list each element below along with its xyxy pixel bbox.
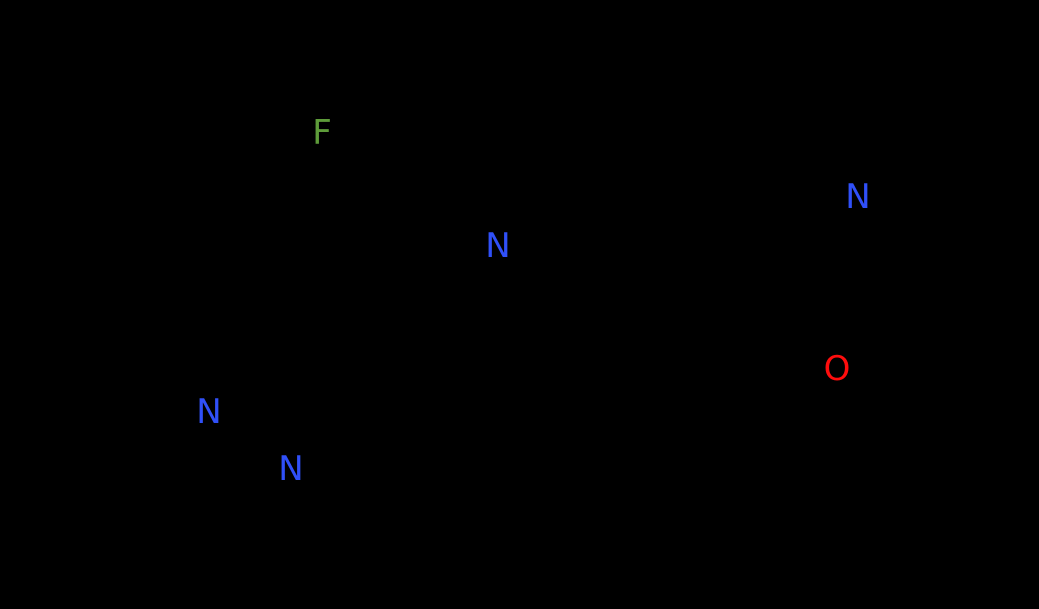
atom-fluorine: F xyxy=(312,113,332,153)
atom-nitrogen-pyrazole-2: N xyxy=(278,449,304,489)
atom-nitrogen-pyrazole-1: N xyxy=(196,392,222,432)
atom-nitrogen-oxazole: N xyxy=(845,177,871,217)
atom-nitrogen-ring: N xyxy=(485,226,511,266)
atom-oxygen-oxazole: O xyxy=(823,349,851,389)
